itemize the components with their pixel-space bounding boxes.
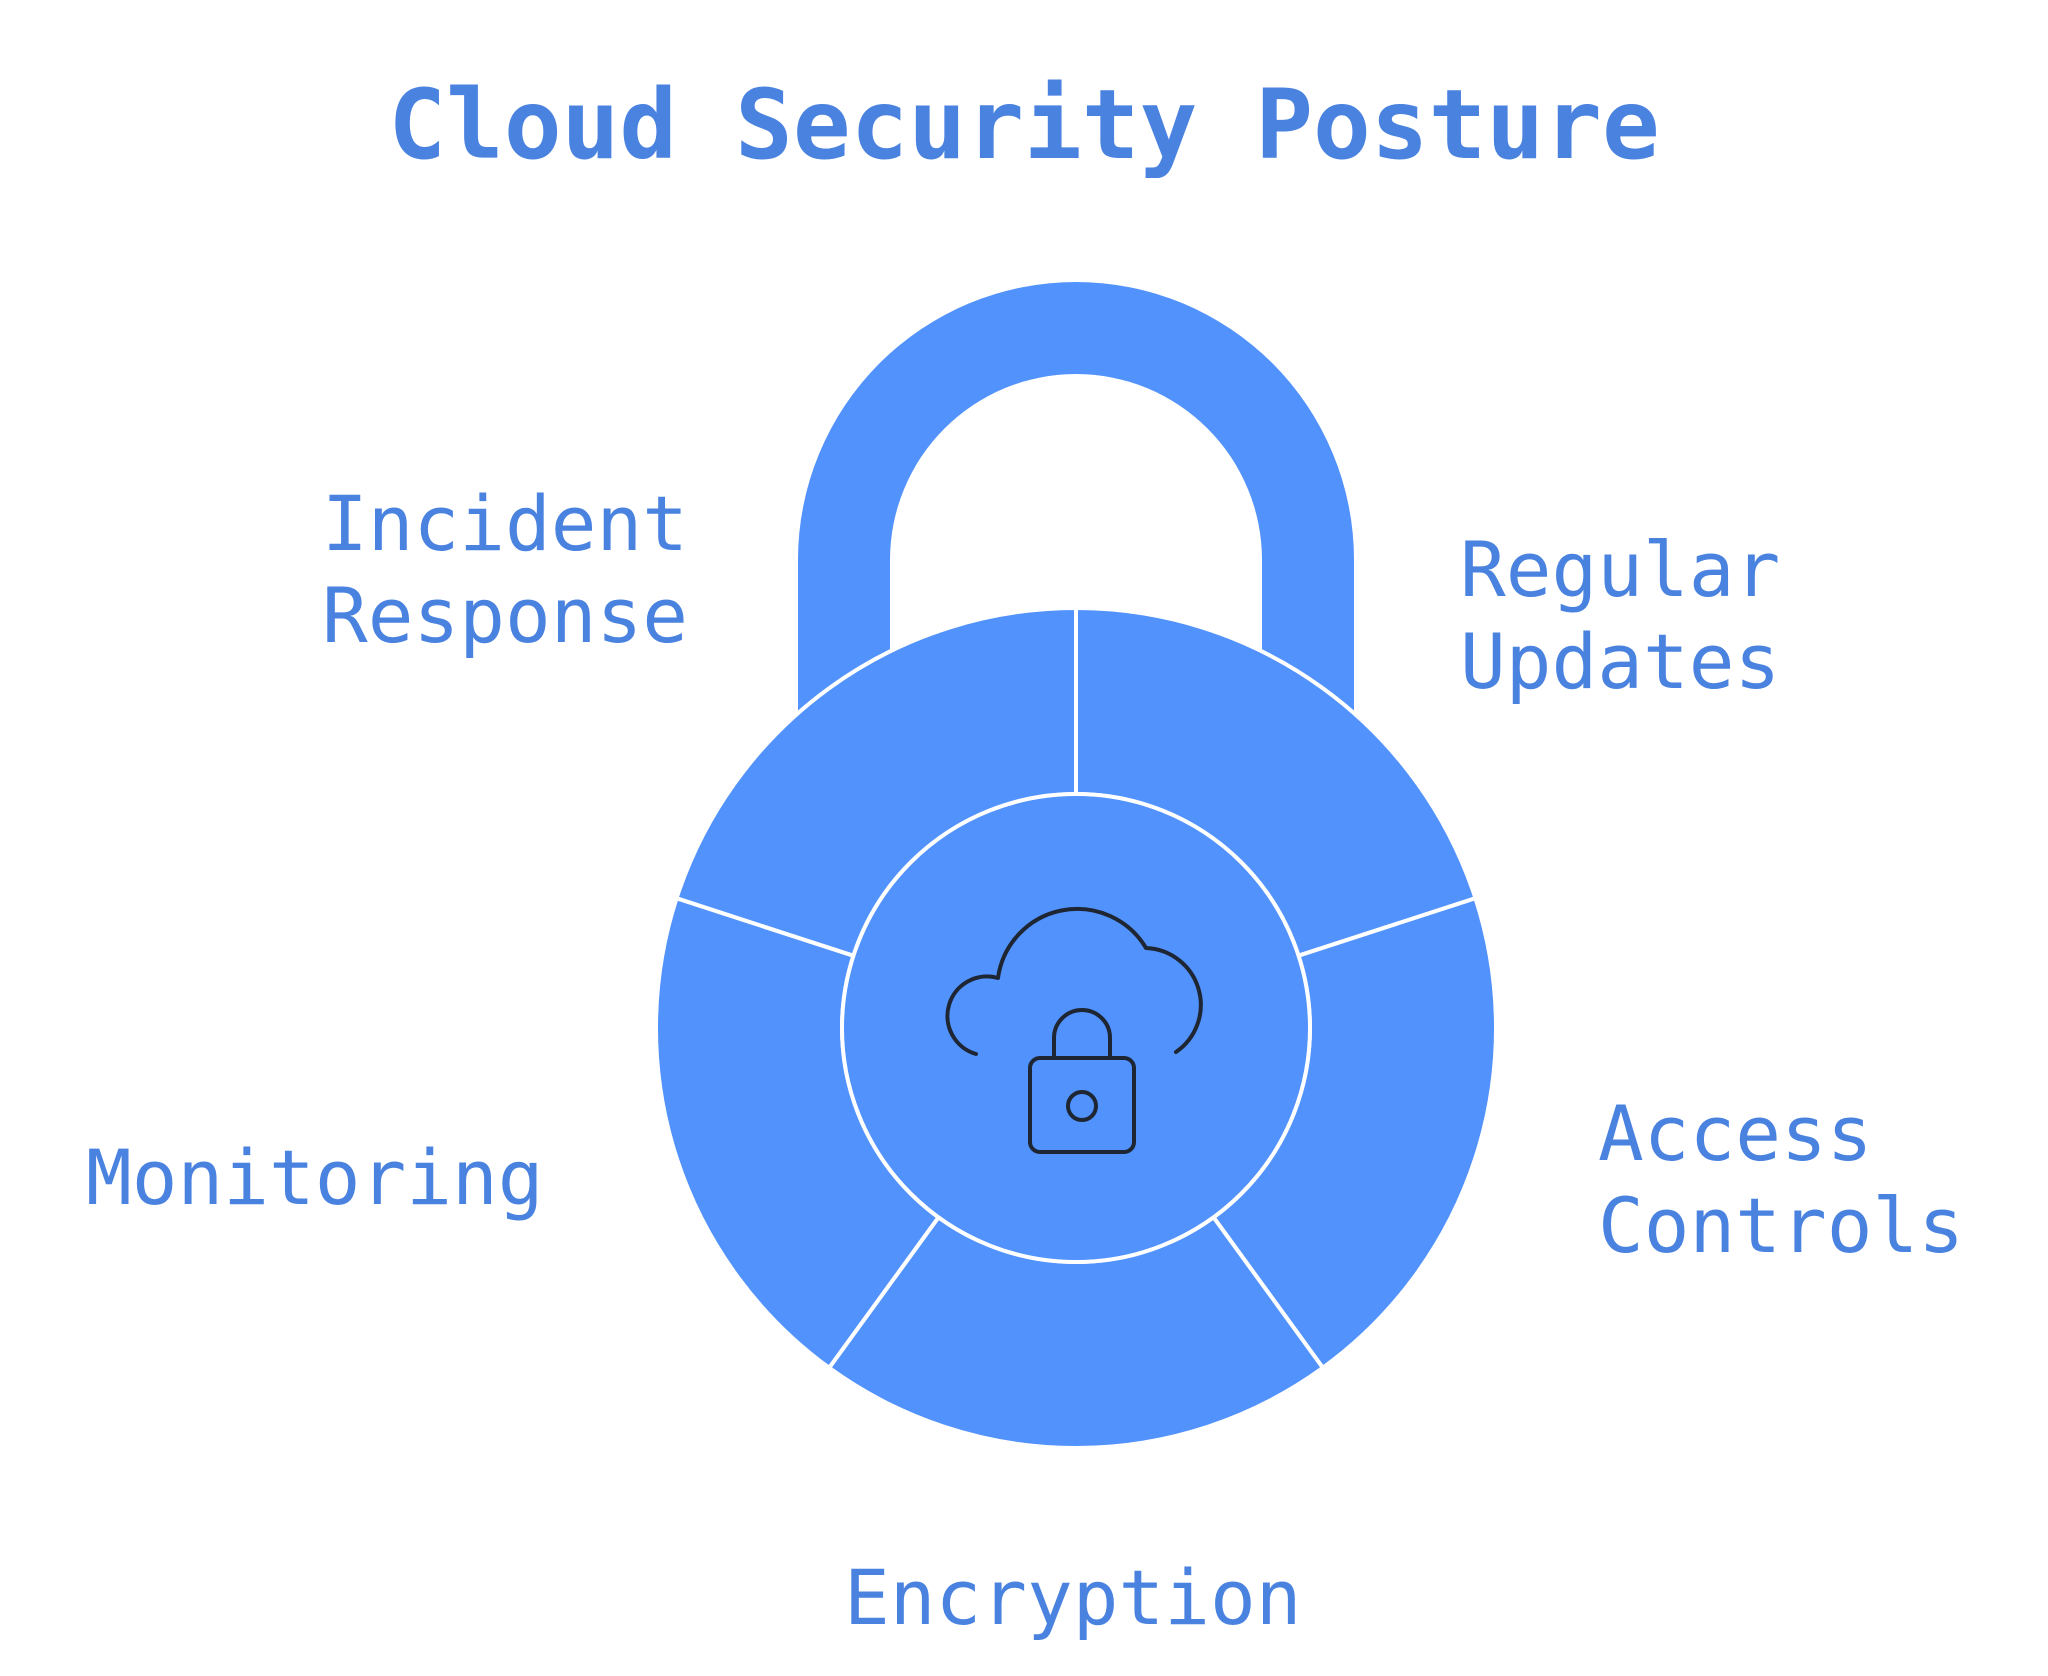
label-regular-updates: Regular Updates bbox=[1460, 525, 1781, 706]
label-encryption: Encryption bbox=[844, 1553, 1302, 1642]
diagram-title: Cloud Security Posture bbox=[388, 69, 1660, 181]
cloud-lock-icon bbox=[945, 906, 1203, 1154]
center-circle bbox=[840, 792, 1312, 1264]
label-monitoring: Monitoring bbox=[86, 1133, 544, 1222]
padlock-shackle bbox=[798, 282, 1354, 740]
label-access-controls: Access Controls bbox=[1598, 1089, 1965, 1270]
label-incident-response: Incident Response bbox=[322, 479, 689, 660]
